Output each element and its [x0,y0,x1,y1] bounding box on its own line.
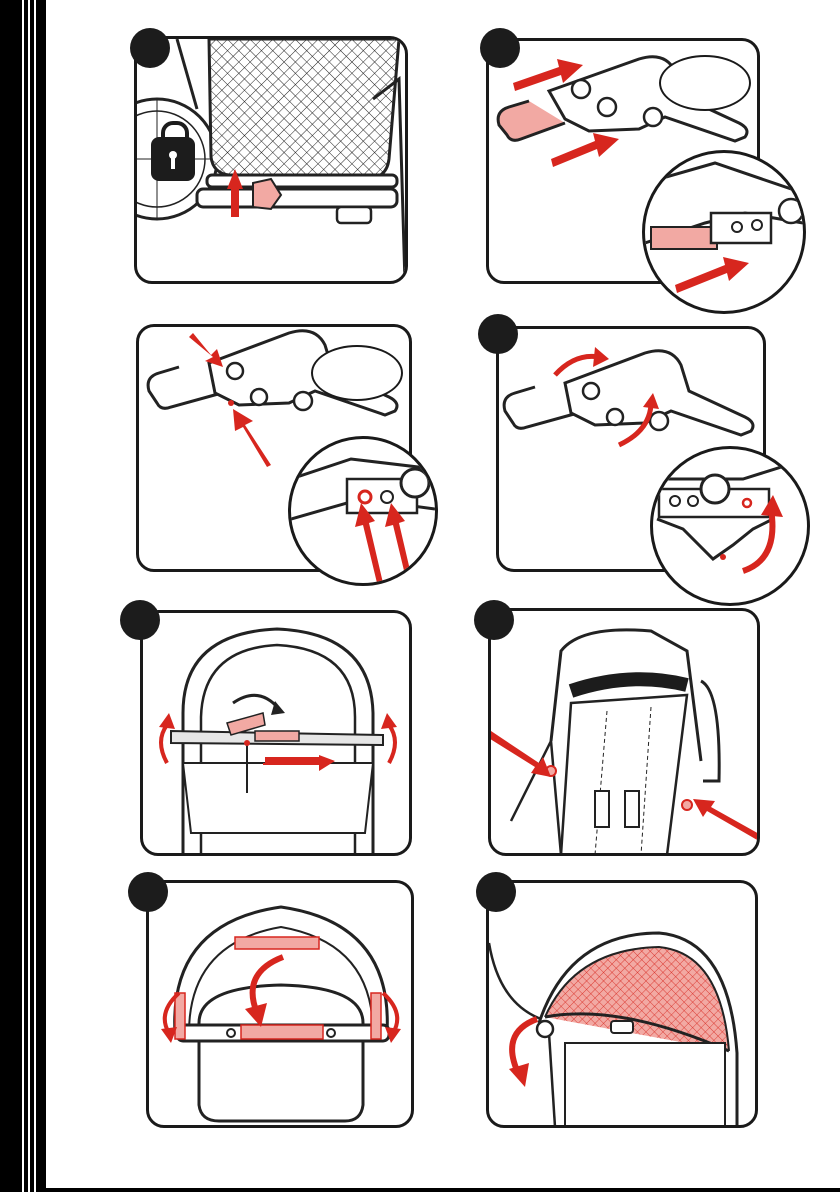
step-badge-5 [120,600,160,640]
zoom-inset-3 [288,436,438,586]
side-bar-stripe [28,0,30,1192]
seat-strap-illustration [143,613,411,855]
seat-canopy-illustration [491,611,759,855]
step-badge-1 [130,28,170,68]
side-bar-stripe [34,0,36,1192]
step-badge-2 [480,28,520,68]
bumper-bar-illustration [149,883,413,1127]
step-panel-5 [140,610,412,856]
side-bar-stripe [22,0,24,1192]
canopy-fold-illustration [489,883,757,1127]
step-panel-8 [486,880,758,1128]
step-panel-7 [146,880,414,1128]
padlock-icon [151,137,195,181]
side-color-bar [0,0,46,1192]
step-badge-7 [128,872,168,912]
step-badge-8 [476,872,516,912]
zoom-inset-4 [650,446,810,606]
speech-bubble [311,345,403,401]
zoom-inset-2 [642,150,806,314]
step-panel-6 [488,608,760,856]
step-badge-6 [474,600,514,640]
speech-bubble [659,55,751,111]
step-badge-4 [478,314,518,354]
page-bottom-rule [46,1188,840,1192]
step-panel-1 [134,36,408,284]
